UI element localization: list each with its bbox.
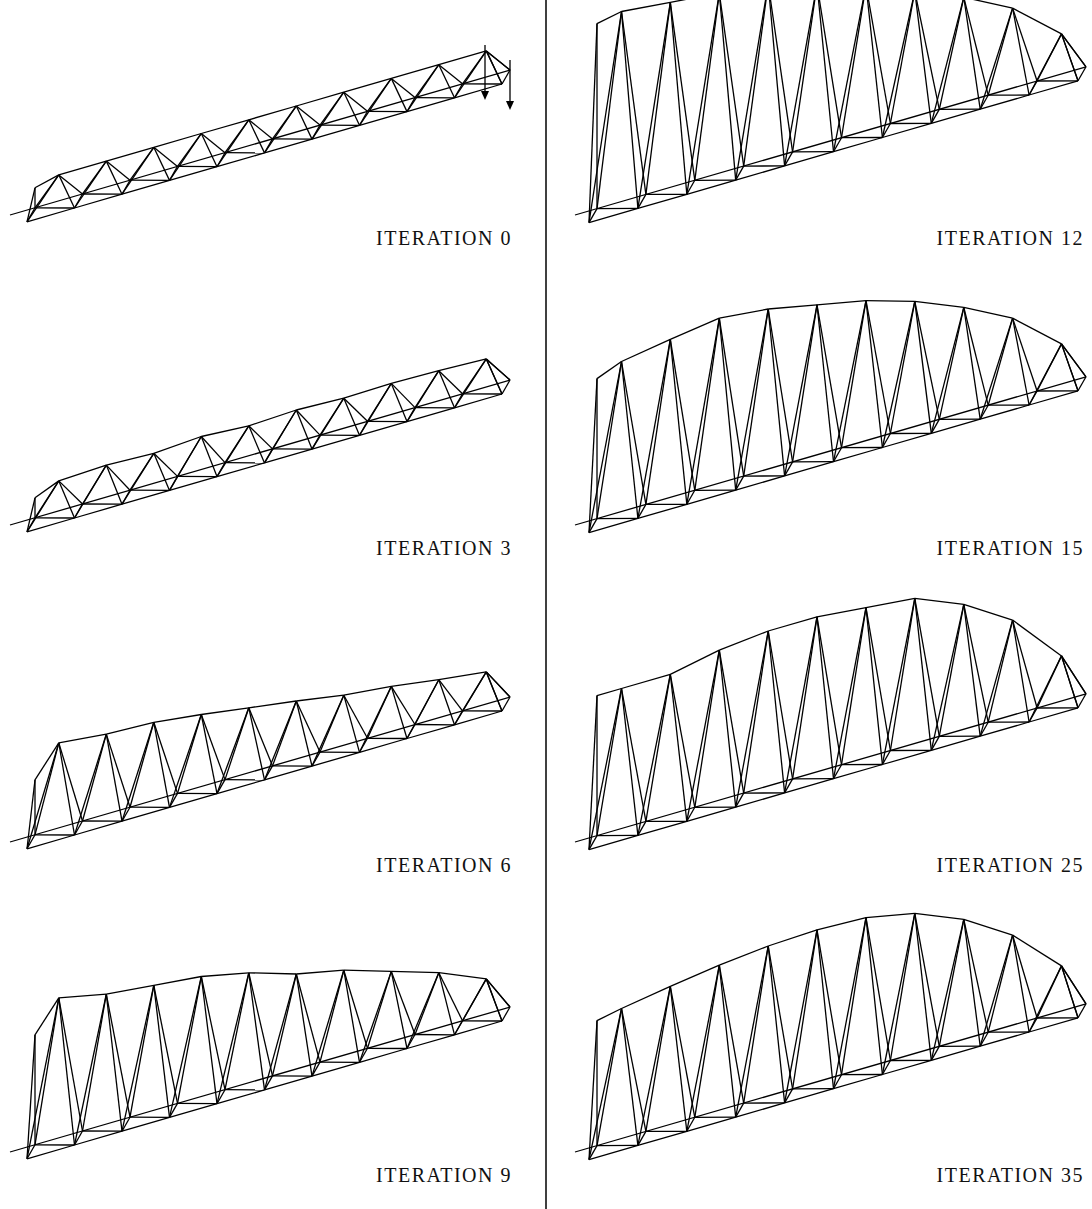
iteration-label: ITERATION 6 <box>376 855 512 875</box>
iteration-label: ITERATION 3 <box>376 538 512 558</box>
iteration-label: ITERATION 12 <box>937 228 1084 248</box>
iteration-label: ITERATION 9 <box>376 1165 512 1185</box>
iteration-label: ITERATION 15 <box>937 538 1084 558</box>
truss-members <box>10 0 1086 1160</box>
iteration-label: ITERATION 25 <box>937 855 1084 875</box>
load-arrow <box>481 91 489 100</box>
iteration-label: ITERATION 0 <box>376 228 512 248</box>
column-divider <box>545 0 547 1209</box>
iteration-label: ITERATION 35 <box>937 1165 1084 1185</box>
load-arrow <box>506 101 514 110</box>
